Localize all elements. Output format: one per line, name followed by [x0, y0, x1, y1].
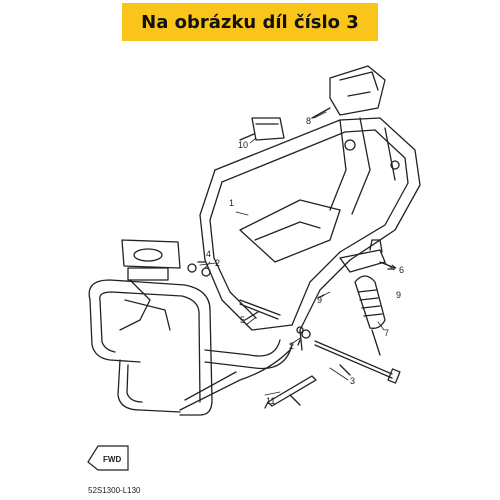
callout-8: 8 — [306, 116, 311, 126]
part-11-strap — [264, 375, 317, 409]
callout-7: 7 — [384, 328, 389, 338]
callout-10: 10 — [238, 140, 248, 150]
fasteners — [187, 261, 395, 346]
fwd-arrow-icon: FWD — [87, 445, 129, 471]
callout-5: 5 — [240, 315, 245, 325]
callout-6: 6 — [399, 265, 404, 275]
callout-2b: 2 — [289, 341, 294, 351]
callout-numbers: 1 2 2 3 4 5 6 7 8 9 9 10 11 — [206, 116, 404, 406]
callout-9a: 9 — [396, 290, 401, 300]
callout-1: 1 — [229, 198, 234, 208]
main-frame — [199, 117, 421, 351]
callout-9b: 9 — [317, 295, 322, 305]
callout-4: 4 — [206, 249, 211, 259]
part-7-duct — [354, 275, 386, 356]
fwd-label: FWD — [103, 455, 121, 464]
banner-text: Na obrázku díl číslo 3 — [141, 11, 359, 33]
part-8-bracket — [311, 65, 386, 119]
part-10-bracket — [239, 117, 285, 141]
callout-3: 3 — [350, 376, 355, 386]
front-guard — [88, 279, 293, 416]
callout-2a: 2 — [215, 258, 220, 268]
head-bracket — [119, 239, 181, 331]
part-3-bolt[interactable] — [314, 340, 401, 384]
diagram-code: 52S1300-L130 — [88, 486, 141, 495]
leader-lines — [199, 111, 397, 396]
title-banner: Na obrázku díl číslo 3 — [122, 3, 378, 41]
part-5-rod — [239, 299, 281, 321]
part-6-bracket — [339, 239, 396, 273]
callout-11: 11 — [266, 396, 275, 406]
